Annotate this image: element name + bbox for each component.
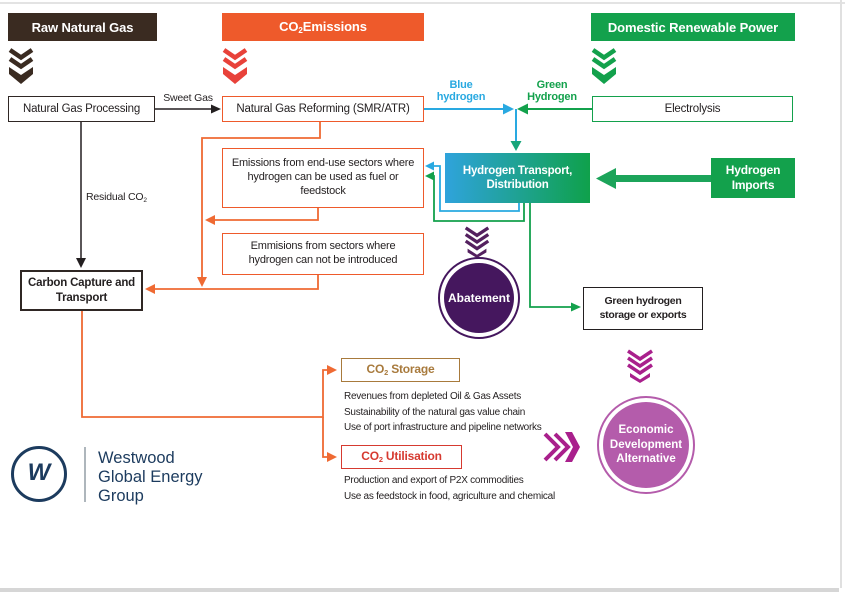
top-edge-line: [0, 2, 845, 4]
node-natural-gas-processing: Natural Gas Processing: [8, 96, 155, 122]
chevron-down-icon: [8, 48, 34, 84]
logo-line: Westwood: [98, 449, 175, 467]
arrow-green-to-storage: [529, 203, 581, 312]
note-line: Production and export of P2X commodities: [344, 475, 524, 486]
node-label: Green hydrogen storage or exports: [599, 295, 687, 321]
chevron-down-icon: [464, 226, 490, 258]
node-label: Electrolysis: [664, 102, 721, 115]
note-line: Use as feedstock in food, agriculture an…: [344, 491, 555, 502]
economic-development-circle: Economic Development Alternative: [603, 402, 689, 488]
arrow-residual-co2: [76, 122, 86, 268]
node-label: Economic Development Alternative: [609, 424, 683, 466]
header-co2-emissions-label: CO2Emissions: [279, 19, 367, 35]
arrow-capture-to-utilisation: [322, 417, 337, 462]
label-residual-co2: Residual CO2: [86, 191, 147, 204]
note-line: Sustainability of the natural gas value …: [344, 406, 526, 418]
node-label: Abatement: [447, 290, 510, 305]
node-emissions-other: Emmisions from sectors where hydrogen ca…: [222, 233, 424, 275]
westwood-logo: W Westwood Global Energy Group: [11, 446, 261, 506]
label-green-hydrogen: Green Hydrogen: [527, 79, 577, 103]
node-co2-utilisation: CO2 Utilisation: [341, 445, 462, 469]
chevron-down-icon: [222, 48, 248, 84]
bottom-edge-line: [0, 588, 839, 592]
node-green-storage: Green hydrogen storage or exports: [583, 287, 703, 330]
node-co2-storage: CO2 Storage: [341, 358, 460, 382]
node-hydrogen-imports: Hydrogen Imports: [711, 158, 795, 198]
arrow-blue-hydrogen: [424, 103, 514, 115]
logo-circle: W: [11, 446, 67, 502]
label-sweet-gas: Sweet Gas: [163, 92, 213, 104]
node-economic-development: Economic Development Alternative: [597, 396, 695, 494]
node-natural-gas-reforming: Natural Gas Reforming (SMR/ATR): [222, 96, 424, 122]
arrow-sweet-gas: [155, 104, 221, 114]
logo-monogram: W: [27, 459, 51, 486]
arrow-hydrogen-imports: [596, 168, 711, 189]
node-label: CO2 Utilisation: [361, 449, 442, 465]
node-emissions-end-use: Emissions from end-use sectors where hyd…: [222, 148, 424, 208]
right-edge-line: [840, 0, 842, 588]
node-label: Emmisions from sectors where hydrogen ca…: [248, 240, 398, 266]
chevron-down-icon: [591, 48, 617, 84]
arrow-emissions2-capture: [145, 275, 319, 294]
node-label: Natural Gas Processing: [22, 102, 141, 115]
storage-notes: Revenues from depleted Oil & Gas Assets …: [344, 389, 542, 436]
arrow-green-hydrogen: [517, 103, 592, 115]
node-label: Emissions from end-use sectors where hyd…: [231, 157, 415, 197]
node-electrolysis: Electrolysis: [592, 96, 793, 122]
header-raw-natural-gas-label: Raw Natural Gas: [31, 19, 134, 35]
header-domestic-renewable-power-label: Domestic Renewable Power: [607, 19, 779, 35]
arrow-emissions1-co2: [205, 208, 319, 225]
logo-line: Global Energy: [98, 468, 203, 486]
chevron-down-icon: [627, 349, 653, 383]
arrow-junction-down: [510, 109, 522, 151]
node-label: Hydrogen Transport, Distribution: [462, 164, 573, 191]
abatement-circle: Abatement: [444, 263, 514, 333]
header-domestic-renewable-power: Domestic Renewable Power: [591, 13, 795, 41]
logo-divider: [84, 447, 86, 502]
header-co2-emissions: CO2Emissions: [222, 13, 424, 41]
node-label: Carbon Capture and Transport: [28, 277, 135, 304]
node-label: Natural Gas Reforming (SMR/ATR): [236, 102, 410, 115]
note-line: Revenues from depleted Oil & Gas Assets: [344, 391, 522, 402]
logo-wordmark: Westwood Global Energy Group: [98, 449, 203, 506]
node-label: CO2 Storage: [366, 362, 435, 378]
node-label: Hydrogen Imports: [725, 163, 781, 192]
utilisation-notes: Production and export of P2X commodities…: [344, 473, 555, 505]
node-hydrogen-transport: Hydrogen Transport, Distribution: [445, 153, 590, 203]
node-carbon-capture: Carbon Capture and Transport: [20, 270, 143, 311]
arrow-capture-to-storage: [81, 311, 337, 418]
label-blue-hydrogen: Blue hydrogen: [436, 79, 486, 103]
note-line: Use of port infrastructure and pipeline …: [344, 422, 542, 433]
logo-line: Group: [98, 487, 144, 505]
chevron-right-icon: [543, 432, 580, 462]
header-raw-natural-gas: Raw Natural Gas: [8, 13, 157, 41]
node-abatement: Abatement: [438, 257, 520, 339]
